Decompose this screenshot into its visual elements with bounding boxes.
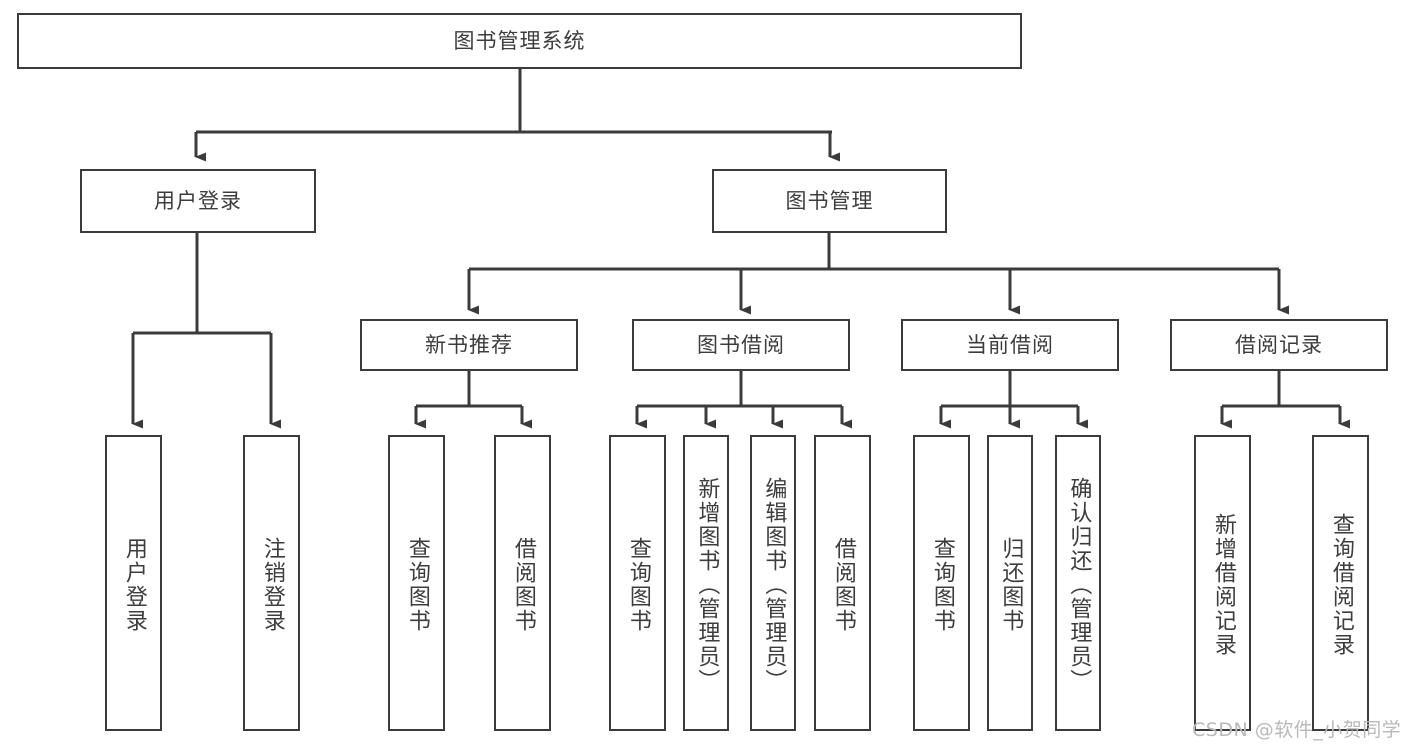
node-root-label: 图书管理系统 <box>453 28 586 53</box>
node-leaf-query-borrow-record[interactable]: 查询借阅记录 <box>1312 435 1369 731</box>
node-leaf-user-login-label: 用户登录 <box>121 537 147 633</box>
node-leaf-logout-label: 注销登录 <box>259 537 285 633</box>
node-leaf-logout[interactable]: 注销登录 <box>243 435 300 731</box>
node-leaf-query-book-2[interactable]: 查询图书 <box>609 435 666 731</box>
node-leaf-borrow-book-1[interactable]: 借阅图书 <box>494 435 551 731</box>
node-leaf-confirm-return-admin[interactable]: 确认归还（管理员） <box>1055 435 1101 731</box>
node-leaf-return-book-label: 归还图书 <box>998 537 1024 633</box>
node-leaf-edit-book-admin[interactable]: 编辑图书（管理员） <box>750 435 796 731</box>
csdn-watermark: CSDN @软件_小贺同学 <box>1192 719 1402 741</box>
node-leaf-query-borrow-record-label: 查询借阅记录 <box>1328 513 1354 657</box>
node-leaf-query-book-1[interactable]: 查询图书 <box>388 435 445 731</box>
node-leaf-query-book-3[interactable]: 查询图书 <box>913 435 970 731</box>
node-new-book-recommend-label: 新书推荐 <box>425 332 513 357</box>
node-root[interactable]: 图书管理系统 <box>17 13 1022 69</box>
node-leaf-query-book-2-label: 查询图书 <box>625 537 651 633</box>
node-book-management[interactable]: 图书管理 <box>712 169 947 233</box>
node-user-login[interactable]: 用户登录 <box>80 169 316 233</box>
node-book-borrow[interactable]: 图书借阅 <box>632 319 850 371</box>
node-leaf-query-book-1-label: 查询图书 <box>404 537 430 633</box>
node-leaf-return-book[interactable]: 归还图书 <box>987 435 1033 731</box>
node-leaf-add-borrow-record-label: 新增借阅记录 <box>1210 513 1236 657</box>
node-leaf-borrow-book-2-label: 借阅图书 <box>830 537 856 633</box>
node-leaf-add-book-admin-label: 新增图书（管理员） <box>694 477 720 693</box>
node-book-management-label: 图书管理 <box>785 188 874 213</box>
node-leaf-edit-book-admin-label: 编辑图书（管理员） <box>761 477 787 693</box>
node-leaf-query-book-3-label: 查询图书 <box>929 537 955 633</box>
node-borrow-record-label: 借阅记录 <box>1235 332 1323 357</box>
node-current-borrow[interactable]: 当前借阅 <box>901 319 1119 371</box>
node-user-login-label: 用户登录 <box>154 188 242 213</box>
node-book-borrow-label: 图书借阅 <box>697 332 785 357</box>
node-leaf-confirm-return-admin-label: 确认归还（管理员） <box>1066 477 1092 693</box>
node-leaf-add-book-admin[interactable]: 新增图书（管理员） <box>683 435 729 731</box>
node-leaf-user-login[interactable]: 用户登录 <box>105 435 162 731</box>
node-current-borrow-label: 当前借阅 <box>966 332 1054 357</box>
node-borrow-record[interactable]: 借阅记录 <box>1170 319 1388 371</box>
node-new-book-recommend[interactable]: 新书推荐 <box>360 319 578 371</box>
node-leaf-borrow-book-2[interactable]: 借阅图书 <box>814 435 871 731</box>
node-leaf-borrow-book-1-label: 借阅图书 <box>510 537 536 633</box>
node-leaf-add-borrow-record[interactable]: 新增借阅记录 <box>1194 435 1251 731</box>
